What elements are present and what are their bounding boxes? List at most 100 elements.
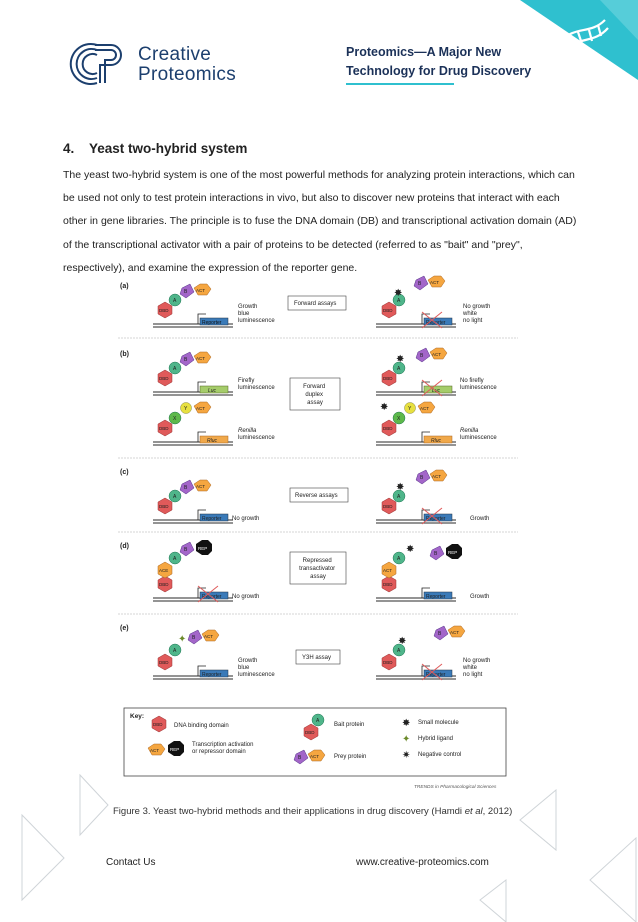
svg-text:ACT: ACT (450, 630, 459, 635)
reporter-label: Reporter (202, 320, 222, 326)
svg-text:DBD: DBD (159, 660, 169, 665)
svg-text:Reporter: Reporter (426, 594, 446, 600)
svg-text:ACT: ACT (204, 634, 213, 639)
figure-caption: Figure 3. Yeast two-hybrid methods and t… (113, 806, 513, 817)
assay-repressed-label: Repressed transactivator assay (299, 558, 337, 580)
svg-text:✸: ✸ (398, 636, 406, 647)
svg-text:ACT: ACT (430, 280, 439, 285)
svg-text:B: B (298, 755, 302, 761)
svg-text:ACT: ACT (420, 406, 429, 411)
svg-text:B: B (438, 631, 442, 637)
key-small-molecule-label: Small molecule (418, 720, 459, 726)
key-prey-label: Prey protein (334, 754, 366, 760)
figure-source: TRENDS in Pharmacological Sciences (414, 784, 497, 790)
svg-text:B: B (418, 281, 422, 287)
svg-text:Luc: Luc (208, 388, 217, 394)
yeast-two-hybrid-figure: (a) Reporter DBD A B ACT Growth blue lum… (118, 275, 518, 790)
outcome-firefly: Firefly luminescence (238, 378, 275, 391)
dbd-label: DBD (159, 308, 169, 313)
svg-text:DBD: DBD (383, 582, 393, 587)
footer-contact-link[interactable]: Contact Us (106, 857, 156, 868)
svg-text:A: A (397, 366, 401, 372)
svg-text:DBD: DBD (159, 504, 169, 509)
svg-text:A: A (397, 648, 401, 654)
section-title: 4. Yeast two-hybrid system (63, 141, 248, 156)
footer-website-link[interactable]: www.creative-proteomics.com (356, 857, 489, 868)
assay-box-forward (287, 295, 347, 311)
key-act-label: Transcription activation or repressor do… (192, 742, 255, 755)
svg-text:DBD: DBD (383, 376, 393, 381)
document-header-title: Proteomics—A Major New Technology for Dr… (346, 43, 531, 81)
key-hybrid-ligand-label: Hybrid ligand (418, 736, 453, 742)
svg-text:✸: ✸ (380, 402, 388, 413)
panel-label-d: (d) (120, 543, 129, 550)
rluc-reporter (199, 435, 229, 444)
panel-label-a: (a) (120, 283, 129, 290)
svg-text:B: B (420, 353, 424, 359)
svg-text:ACT: ACT (432, 352, 441, 357)
svg-text:DBD: DBD (159, 376, 169, 381)
assay-forward-label: Forward assays (294, 301, 336, 307)
svg-text:DBD: DBD (305, 730, 315, 735)
svg-text:DBD: DBD (383, 308, 393, 313)
svg-text:✸: ✸ (396, 354, 404, 365)
reporter-gene (199, 317, 229, 326)
section-body-paragraph: The yeast two-hybrid system is one of th… (63, 169, 577, 274)
negative-control-icon: ✷ (402, 750, 410, 761)
small-molecule-icon: ✸ (394, 288, 402, 299)
assay-box-y3h (295, 649, 341, 665)
assay-y3h-label: Y3H assay (302, 655, 331, 661)
dbd-domain (157, 301, 173, 319)
assay-box-reverse (289, 487, 349, 503)
outcome-no-growth-white-e: No growth white no light (462, 658, 492, 678)
svg-text:ACT: ACT (383, 568, 392, 573)
panel-label-c: (c) (120, 469, 129, 476)
key-dbd-label: DNA binding domain (174, 723, 229, 729)
svg-text:DBD: DBD (383, 660, 393, 665)
svg-text:A: A (316, 718, 320, 724)
svg-text:A: A (173, 556, 177, 562)
prey-protein-b (179, 283, 195, 299)
outcome-no-growth-white: No growth white no light (462, 304, 492, 324)
svg-text:B: B (184, 547, 188, 553)
assay-duplex-label: Forward duplex assay (303, 384, 327, 406)
svg-text:REP: REP (448, 550, 457, 555)
svg-text:ACT: ACT (150, 748, 159, 753)
svg-text:ACT: ACT (196, 356, 205, 361)
svg-text:✦: ✦ (402, 734, 410, 745)
svg-text:DBD: DBD (153, 722, 163, 727)
svg-text:ACE: ACE (159, 568, 168, 573)
hybrid-ligand-icon: ✦ (178, 634, 186, 645)
assay-box-repressed (289, 551, 347, 585)
bait-protein-a (168, 293, 182, 307)
svg-text:B: B (184, 357, 188, 363)
outcome-growth-d: Growth (470, 594, 489, 600)
svg-text:REP: REP (198, 546, 207, 551)
svg-text:Y: Y (408, 406, 412, 412)
svg-text:B: B (192, 635, 196, 641)
svg-text:DBD: DBD (159, 582, 169, 587)
outcome-growth-blue-e: Growth blue luminescence (238, 658, 275, 678)
svg-text:DBD: DBD (159, 426, 169, 431)
key-bait-label: Bait protein (334, 722, 364, 728)
svg-text:X: X (397, 416, 401, 422)
corner-accent-shape-light (600, 0, 638, 40)
triangle-decoration-bottom-left (21, 773, 109, 902)
act-domain (193, 283, 212, 296)
header-underline (346, 83, 454, 85)
outcome-growth-c: Growth (470, 516, 489, 522)
outcome-renilla-right: Renilla luminescence (460, 428, 497, 441)
key-title: Key: (130, 713, 144, 720)
svg-text:ACT: ACT (432, 474, 441, 479)
svg-text:A: A (173, 494, 177, 500)
svg-text:✸: ✸ (396, 482, 404, 493)
svg-text:Reporter: Reporter (202, 516, 222, 522)
key-negative-control-label: Negative control (418, 752, 461, 758)
rep-domain (196, 540, 212, 555)
outcome-renilla: Renilla luminescence (238, 428, 275, 441)
svg-text:X: X (173, 416, 177, 422)
prey-label: B (184, 289, 188, 295)
outcome-no-growth-d: No growth (232, 594, 259, 600)
act-label: ACT (196, 288, 205, 293)
svg-text:Y: Y (184, 406, 188, 412)
